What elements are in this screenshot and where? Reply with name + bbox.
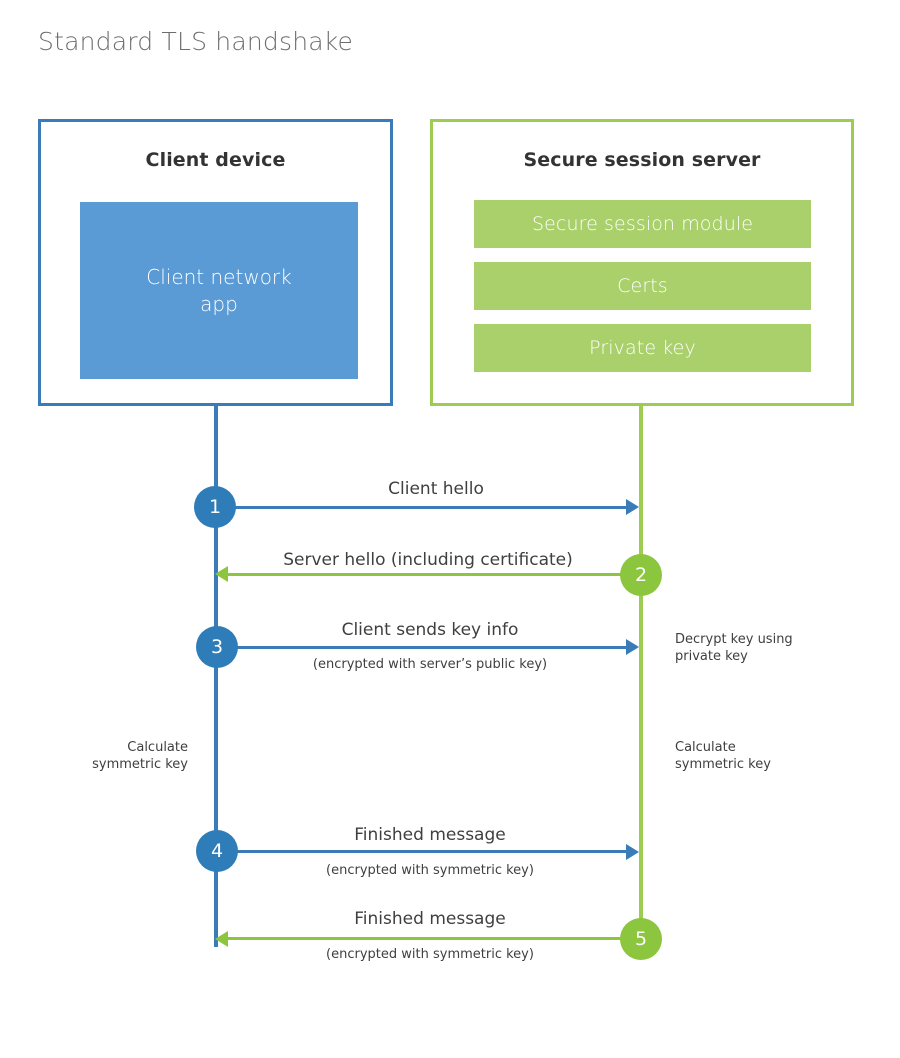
step-1-arrow-line xyxy=(216,506,628,509)
step-5-label: Finished message xyxy=(354,909,506,929)
step-1-number: 1 xyxy=(208,496,222,518)
step-5-number: 5 xyxy=(634,928,648,950)
client-device-title: Client device xyxy=(145,149,286,171)
step-1-circle: 1 xyxy=(194,486,236,528)
secure-session-server-box: Secure session server Secure session mod… xyxy=(430,119,854,406)
step-3-sublabel: (encrypted with server’s public key) xyxy=(312,657,548,672)
step-3-label: Client sends key info xyxy=(341,620,519,640)
step-5-arrow-line xyxy=(228,937,628,940)
step-5-sublabel: (encrypted with symmetric key) xyxy=(326,947,534,962)
step-2-label: Server hello (including certificate) xyxy=(283,550,573,570)
step-3-number: 3 xyxy=(210,636,224,658)
step-3-arrow-line xyxy=(218,646,628,649)
client-network-app-label: Client network app xyxy=(146,264,292,316)
step-1-label: Client hello xyxy=(388,479,484,499)
client-lifeline xyxy=(214,405,218,947)
server-component-label: Private key xyxy=(589,337,696,359)
step-2-circle: 2 xyxy=(620,554,662,596)
server-component-label: Secure session module xyxy=(531,213,754,235)
step-2-arrow-line xyxy=(228,573,628,576)
step-4-arrowhead-icon xyxy=(626,844,639,860)
step-2-number: 2 xyxy=(634,564,648,586)
step-3-circle: 3 xyxy=(196,626,238,668)
server-decrypt-note: Decrypt key using private key xyxy=(675,632,793,664)
step-5-circle: 5 xyxy=(620,918,662,960)
step-4-sublabel: (encrypted with symmetric key) xyxy=(326,863,534,878)
step-4-label: Finished message xyxy=(354,825,506,845)
server-component-secure-session-module: Secure session module xyxy=(474,200,811,248)
client-calculate-symmetric-key-note: Calculate symmetric key xyxy=(92,740,188,772)
step-4-circle: 4 xyxy=(196,830,238,872)
step-4-arrow-line xyxy=(218,850,630,853)
step-1-arrowhead-icon xyxy=(626,499,639,515)
client-device-box: Client device Client network app xyxy=(38,119,393,406)
step-5-arrowhead-icon xyxy=(215,931,228,947)
step-4-number: 4 xyxy=(210,840,224,862)
step-2-arrowhead-icon xyxy=(215,566,228,582)
server-component-certs: Certs xyxy=(474,262,811,310)
server-component-label: Certs xyxy=(617,275,668,297)
server-lifeline xyxy=(639,405,643,940)
client-network-app-block: Client network app xyxy=(80,202,358,379)
server-component-private-key: Private key xyxy=(474,324,811,372)
secure-session-server-title: Secure session server xyxy=(523,149,761,171)
server-calculate-symmetric-key-note: Calculate symmetric key xyxy=(675,740,771,772)
step-3-arrowhead-icon xyxy=(626,639,639,655)
page-title: Standard TLS handshake xyxy=(38,27,354,56)
